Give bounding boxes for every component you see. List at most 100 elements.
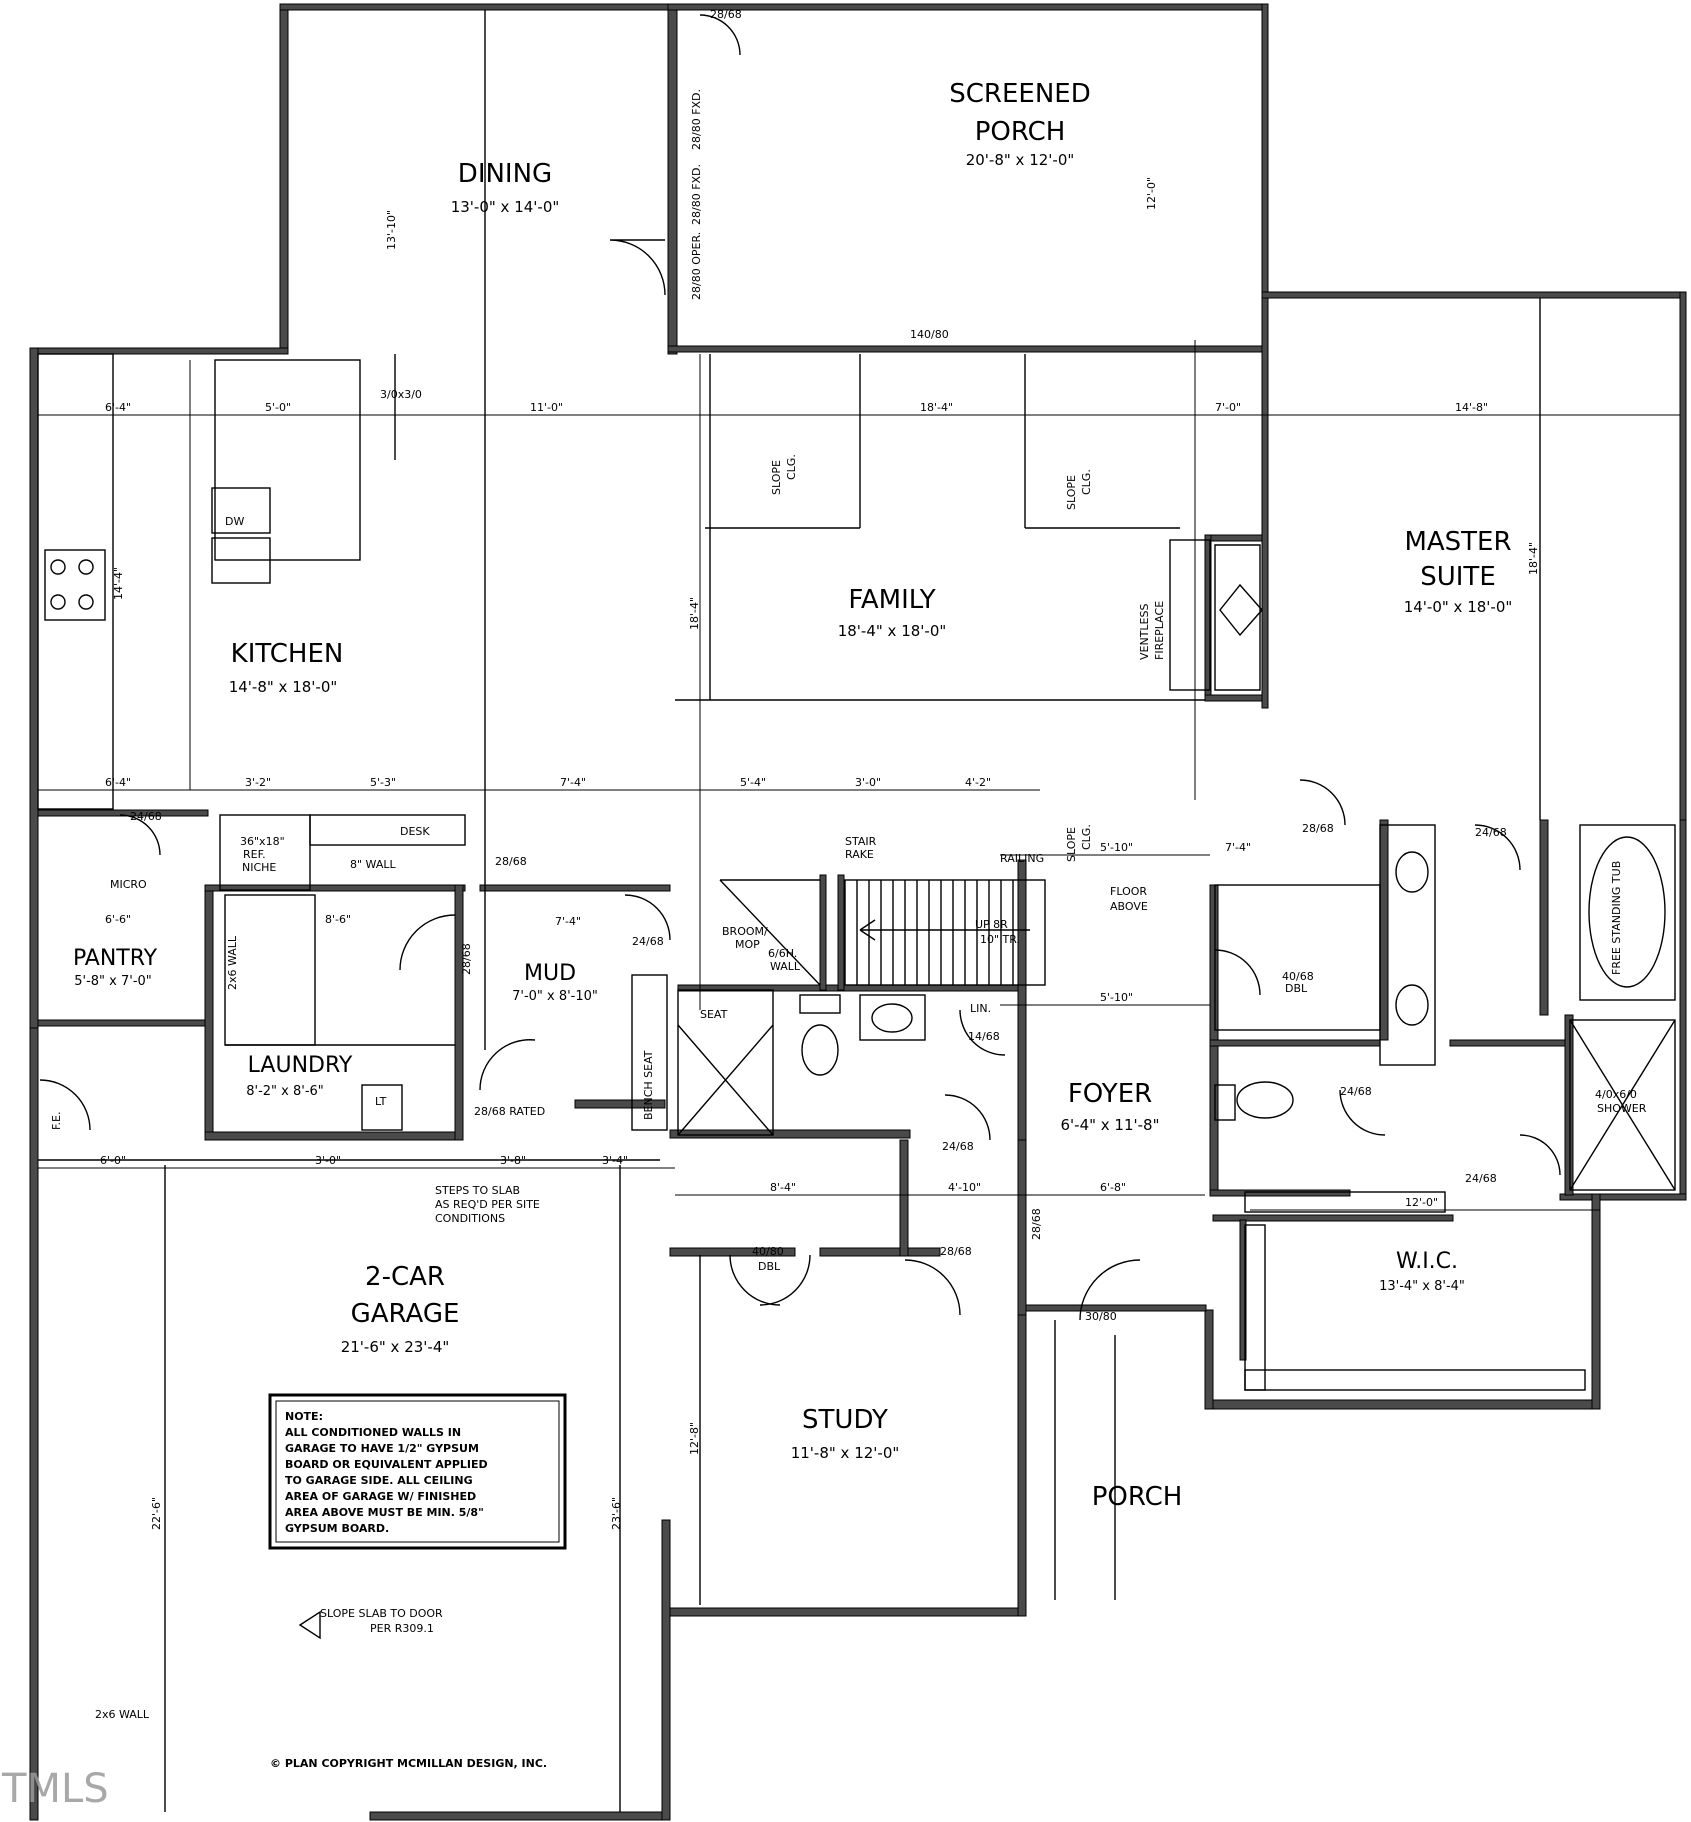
pantry-name: PANTRY — [73, 946, 158, 971]
ref-niche-label-1: 36"x18" — [240, 835, 285, 848]
micro-label: MICRO — [110, 878, 147, 891]
dimension-label: 5'-10" — [1100, 841, 1133, 854]
dimension-label: 18'-4" — [1527, 542, 1540, 575]
steps-label-2: AS REQ'D PER SITE — [435, 1198, 540, 1211]
shower-label-2: SHOWER — [1597, 1102, 1647, 1115]
master-suite-size: 14'-0" x 18'-0" — [1404, 598, 1513, 616]
bench-seat-label: BENCH SEAT — [642, 1050, 655, 1120]
dimension-label: 22'-6" — [150, 1497, 163, 1530]
dimension-label: 8'-4" — [770, 1181, 796, 1194]
rated-door-label: 28/68 RATED — [474, 1105, 545, 1118]
note-line-6: AREA OF GARAGE W/ FINISHED — [285, 1490, 476, 1503]
dimension-label: 4'-10" — [948, 1181, 981, 1194]
note-line-2: ALL CONDITIONED WALLS IN — [285, 1426, 461, 1439]
mud-size: 7'-0" x 8'-10" — [512, 989, 598, 1004]
stair-rake-label-2: RAKE — [845, 848, 874, 861]
dimension-label: 4'-2" — [965, 776, 991, 789]
fire-extinguisher-label: F.E. — [50, 1111, 63, 1130]
door-label: 28/68 — [460, 943, 473, 975]
laundry-name: LAUNDRY — [248, 1053, 353, 1078]
slope-ceiling-label-6: CLG. — [1080, 824, 1093, 850]
door-label: 28/80 FXD. — [690, 164, 703, 225]
floor-above-label-1: FLOOR — [1110, 885, 1147, 898]
linen-label: LIN. — [970, 1002, 991, 1015]
kitchen-name: KITCHEN — [231, 639, 344, 669]
misc-labels: DW 3/0x3/0 VENTLESS FIREPLACE SLOPE CLG.… — [1, 388, 1647, 1812]
dimension-label: 3'-0" — [855, 776, 881, 789]
dimension-label: 14'-8" — [1455, 401, 1488, 414]
ref-niche-label-2: REF. — [243, 848, 266, 861]
slope-ceiling-label-4: CLG. — [1080, 469, 1093, 495]
dimension-labels: 6'-4" 5'-0" 11'-0" 18'-4" 7'-0" 14'-8" 1… — [100, 177, 1540, 1530]
door-label: 24/68 — [1465, 1172, 1497, 1185]
fireplace-label-2: FIREPLACE — [1153, 601, 1166, 660]
garage-size: 21'-6" x 23'-4" — [341, 1338, 450, 1356]
door-label: 28/68 — [495, 855, 527, 868]
note-line-7: AREA ABOVE MUST BE MIN. 5/8" — [285, 1506, 484, 1519]
wic-name: W.I.C. — [1396, 1249, 1458, 1274]
dimension-label: 5'-4" — [740, 776, 766, 789]
dimension-label: 3'-8" — [500, 1154, 526, 1167]
stair-rake-label-1: STAIR — [845, 835, 877, 848]
watermark: TMLS — [1, 1766, 109, 1812]
dining-name: DINING — [458, 159, 552, 189]
screened-porch-size: 20'-8" x 12'-0" — [966, 151, 1075, 169]
door-label: 24/68 — [130, 810, 162, 823]
wall-label-1: 6/6H. — [768, 947, 797, 960]
dimension-label: 14'-4" — [112, 567, 125, 600]
door-labels: 28/68 28/80 FXD. 28/80 FXD. 28/80 OPER. … — [130, 8, 1507, 1323]
door-label: 28/68 — [710, 8, 742, 21]
door-label: 28/80 OPER. — [690, 232, 703, 300]
door-label: 24/68 — [942, 1140, 974, 1153]
dimension-label: 6'-8" — [1100, 1181, 1126, 1194]
door-label: 24/68 — [1340, 1085, 1372, 1098]
screened-porch-name-1: SCREENED — [949, 79, 1090, 109]
dimension-label: 3'-0" — [315, 1154, 341, 1167]
foyer-name: FOYER — [1068, 1079, 1152, 1109]
door-label: 28/80 FXD. — [690, 89, 703, 150]
door-label: 28/68 — [940, 1245, 972, 1258]
door-label: 28/68 — [1302, 822, 1334, 835]
study-name: STUDY — [802, 1405, 888, 1435]
family-name: FAMILY — [848, 585, 935, 615]
counter-label: 3/0x3/0 — [380, 388, 422, 401]
dimension-label: 5'-3" — [370, 776, 396, 789]
steps-label-3: CONDITIONS — [435, 1212, 505, 1225]
dimension-label: 7'-4" — [1225, 841, 1251, 854]
note-line-8: GYPSUM BOARD. — [285, 1522, 389, 1535]
slope-ceiling-label-5: SLOPE — [1065, 827, 1078, 862]
laundry-size: 8'-2" x 8'-6" — [246, 1084, 324, 1099]
broom-closet-label-2: MOP — [735, 938, 760, 951]
dimension-label: 12'-0" — [1145, 177, 1158, 210]
slope-slab-label-2: PER R309.1 — [370, 1622, 434, 1635]
dimension-label: 8'-6" — [325, 913, 351, 926]
slope-ceiling-label-2: CLG. — [785, 454, 798, 480]
foyer-size: 6'-4" x 11'-8" — [1060, 1116, 1159, 1134]
ref-niche-label-3: NICHE — [242, 861, 276, 874]
door-label: 40/80 — [752, 1245, 784, 1258]
garage-note: NOTE: ALL CONDITIONED WALLS IN GARAGE TO… — [268, 1393, 567, 1550]
floor-above-label-2: ABOVE — [1110, 900, 1148, 913]
slope-slab-label-1: SLOPE SLAB TO DOOR — [320, 1607, 443, 1620]
door-label: 30/80 — [1085, 1310, 1117, 1323]
study-size: 11'-8" x 12'-0" — [791, 1444, 900, 1462]
dining-size: 13'-0" x 14'-0" — [451, 198, 560, 216]
desk-label: DESK — [400, 825, 430, 838]
interior-walls — [37, 297, 1574, 1361]
dimension-label: 23'-6" — [610, 1497, 623, 1530]
master-suite-name-1: MASTER — [1404, 527, 1511, 557]
tub-label: FREE STANDING TUB — [1610, 861, 1623, 975]
dishwasher-label: DW — [225, 515, 244, 528]
dimension-label: 11'-0" — [530, 401, 563, 414]
dimension-label: 18'-4" — [688, 597, 701, 630]
copyright-label: © PLAN COPYRIGHT MCMILLAN DESIGN, INC. — [270, 1757, 547, 1770]
wic-size: 13'-4" x 8'-4" — [1379, 1279, 1465, 1294]
stair-treads — [844, 879, 1046, 986]
wall-2x6-label: 2x6 WALL — [226, 935, 239, 990]
dimension-label: 6'-4" — [105, 776, 131, 789]
shower-label-1: 4/0x6/0 — [1595, 1088, 1637, 1101]
door-label: 24/68 — [632, 935, 664, 948]
dimension-label: 5'-0" — [265, 401, 291, 414]
dimension-label: 5'-10" — [1100, 991, 1133, 1004]
